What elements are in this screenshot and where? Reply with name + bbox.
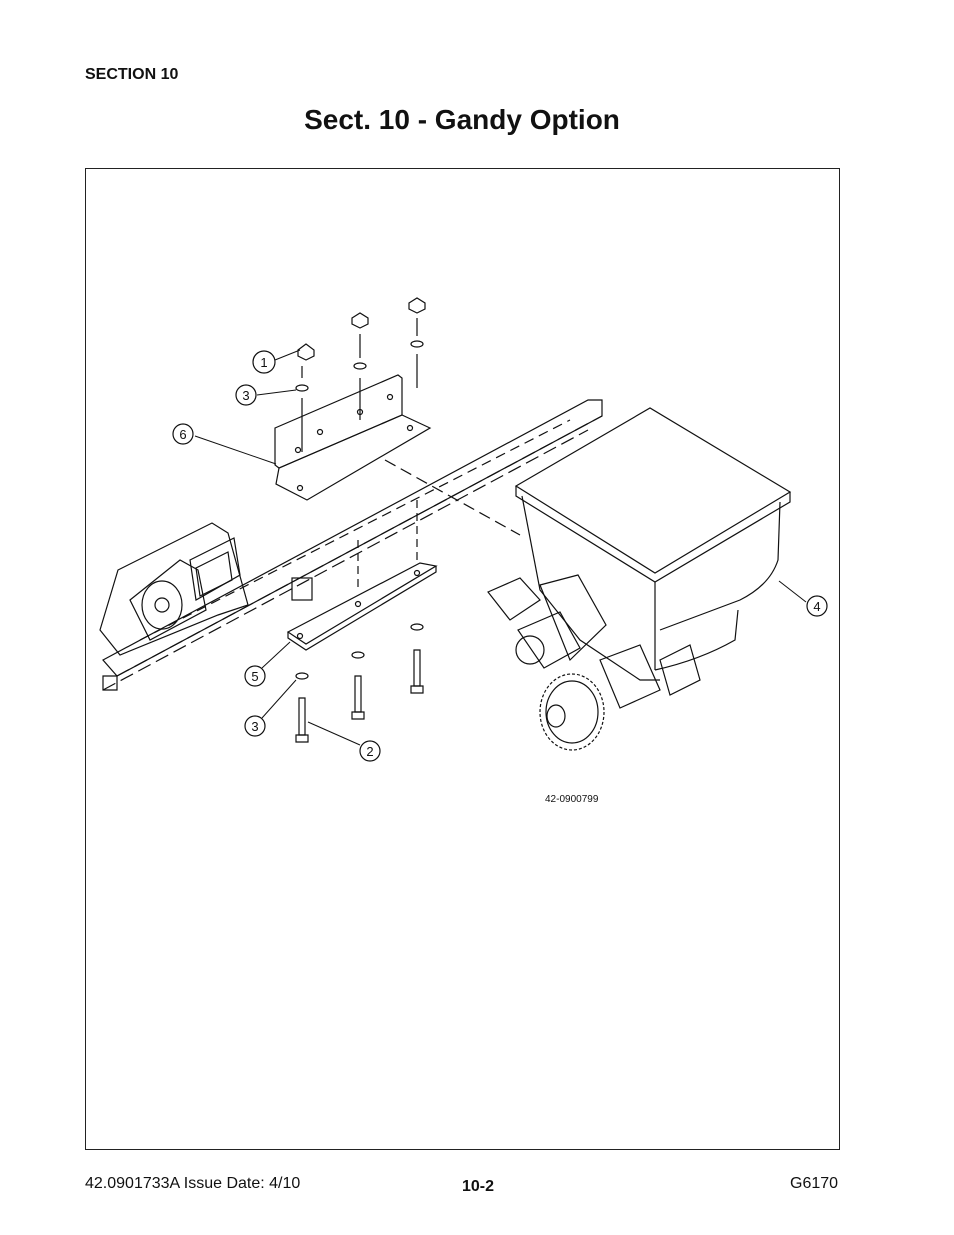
tool-bar [102, 399, 603, 691]
callout-5: 5 [244, 665, 266, 687]
svg-text:6: 6 [179, 427, 186, 442]
svg-text:1: 1 [260, 355, 267, 370]
diagram-frame [85, 168, 840, 1150]
svg-text:2: 2 [366, 744, 373, 759]
section-label: SECTION 10 [85, 66, 179, 83]
upper-angle-bracket [274, 374, 432, 501]
fasteners [295, 297, 426, 743]
svg-text:3: 3 [251, 719, 258, 734]
svg-text:5: 5 [251, 669, 258, 684]
callout-3-upper: 3 [235, 384, 257, 406]
end-mount-block [99, 522, 313, 656]
motor-drive [487, 574, 701, 709]
lower-plate [286, 562, 438, 651]
svg-text:4: 4 [813, 599, 820, 614]
callout-6: 6 [172, 423, 194, 445]
sprocket [539, 673, 605, 751]
callout-3-lower: 3 [244, 715, 266, 737]
page-title: Sect. 10 - Gandy Option [304, 104, 620, 135]
callout-2: 2 [359, 740, 381, 762]
footer-model: G6170 [790, 1175, 839, 1192]
footer-doc-issue: 42.0901733A Issue Date: 4/10 [85, 1175, 301, 1192]
seed-hopper [514, 407, 792, 681]
drawing-number: 42-0900799 [545, 794, 599, 805]
callout-4: 4 [806, 595, 828, 617]
svg-text:3: 3 [242, 388, 249, 403]
callout-1: 1 [252, 350, 276, 374]
footer-page-number: 10-2 [462, 1178, 495, 1195]
